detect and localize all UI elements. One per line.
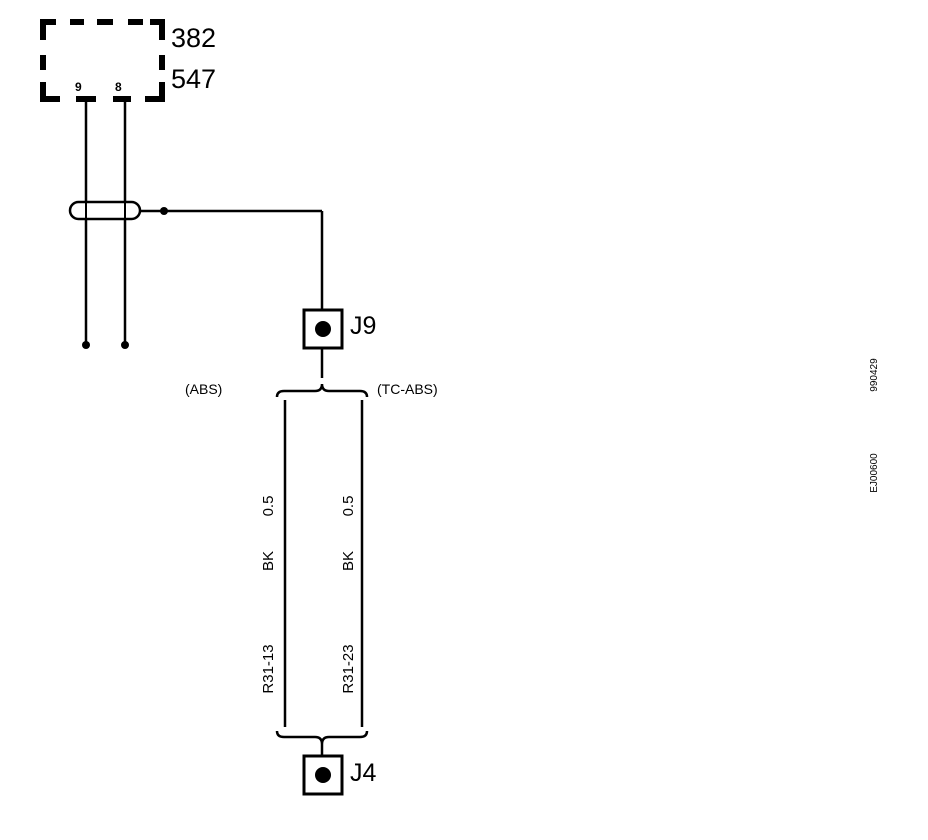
variant-label-tc-abs: (TC-ABS) <box>377 381 438 397</box>
wire-1-color: BK <box>260 551 277 571</box>
side-code-2: EJ00600 <box>869 453 880 493</box>
pin-wires <box>84 99 127 344</box>
component-box <box>40 19 165 102</box>
variant-label-abs: (ABS) <box>185 381 222 397</box>
terminal-dot-9 <box>82 341 90 349</box>
component-code-1: 382 <box>171 23 216 53</box>
wire-1-size: 0.5 <box>260 496 277 517</box>
top-bracket <box>275 383 369 398</box>
connector-j9-box <box>302 308 344 350</box>
connector-j4-label: J4 <box>350 759 377 787</box>
wire-2-color: BK <box>340 551 357 571</box>
connector-j4-pin <box>315 767 331 783</box>
pin-label-8: 8 <box>115 80 122 94</box>
pin-label-9: 9 <box>75 80 82 94</box>
splice-dot <box>160 207 168 215</box>
wire-2-size: 0.5 <box>340 496 357 517</box>
side-code-1: 990429 <box>869 358 880 392</box>
shield-drain-wire <box>140 209 324 310</box>
connector-j9-pin <box>315 321 331 337</box>
bottom-bracket <box>275 730 369 745</box>
terminal-dot-8 <box>121 341 129 349</box>
wire-1-ref: R31-13 <box>260 644 277 693</box>
connector-j9-label: J9 <box>350 312 376 340</box>
component-code-2: 547 <box>171 64 216 94</box>
shield-oval <box>68 200 142 221</box>
wire-2-ref: R31-23 <box>340 644 357 693</box>
